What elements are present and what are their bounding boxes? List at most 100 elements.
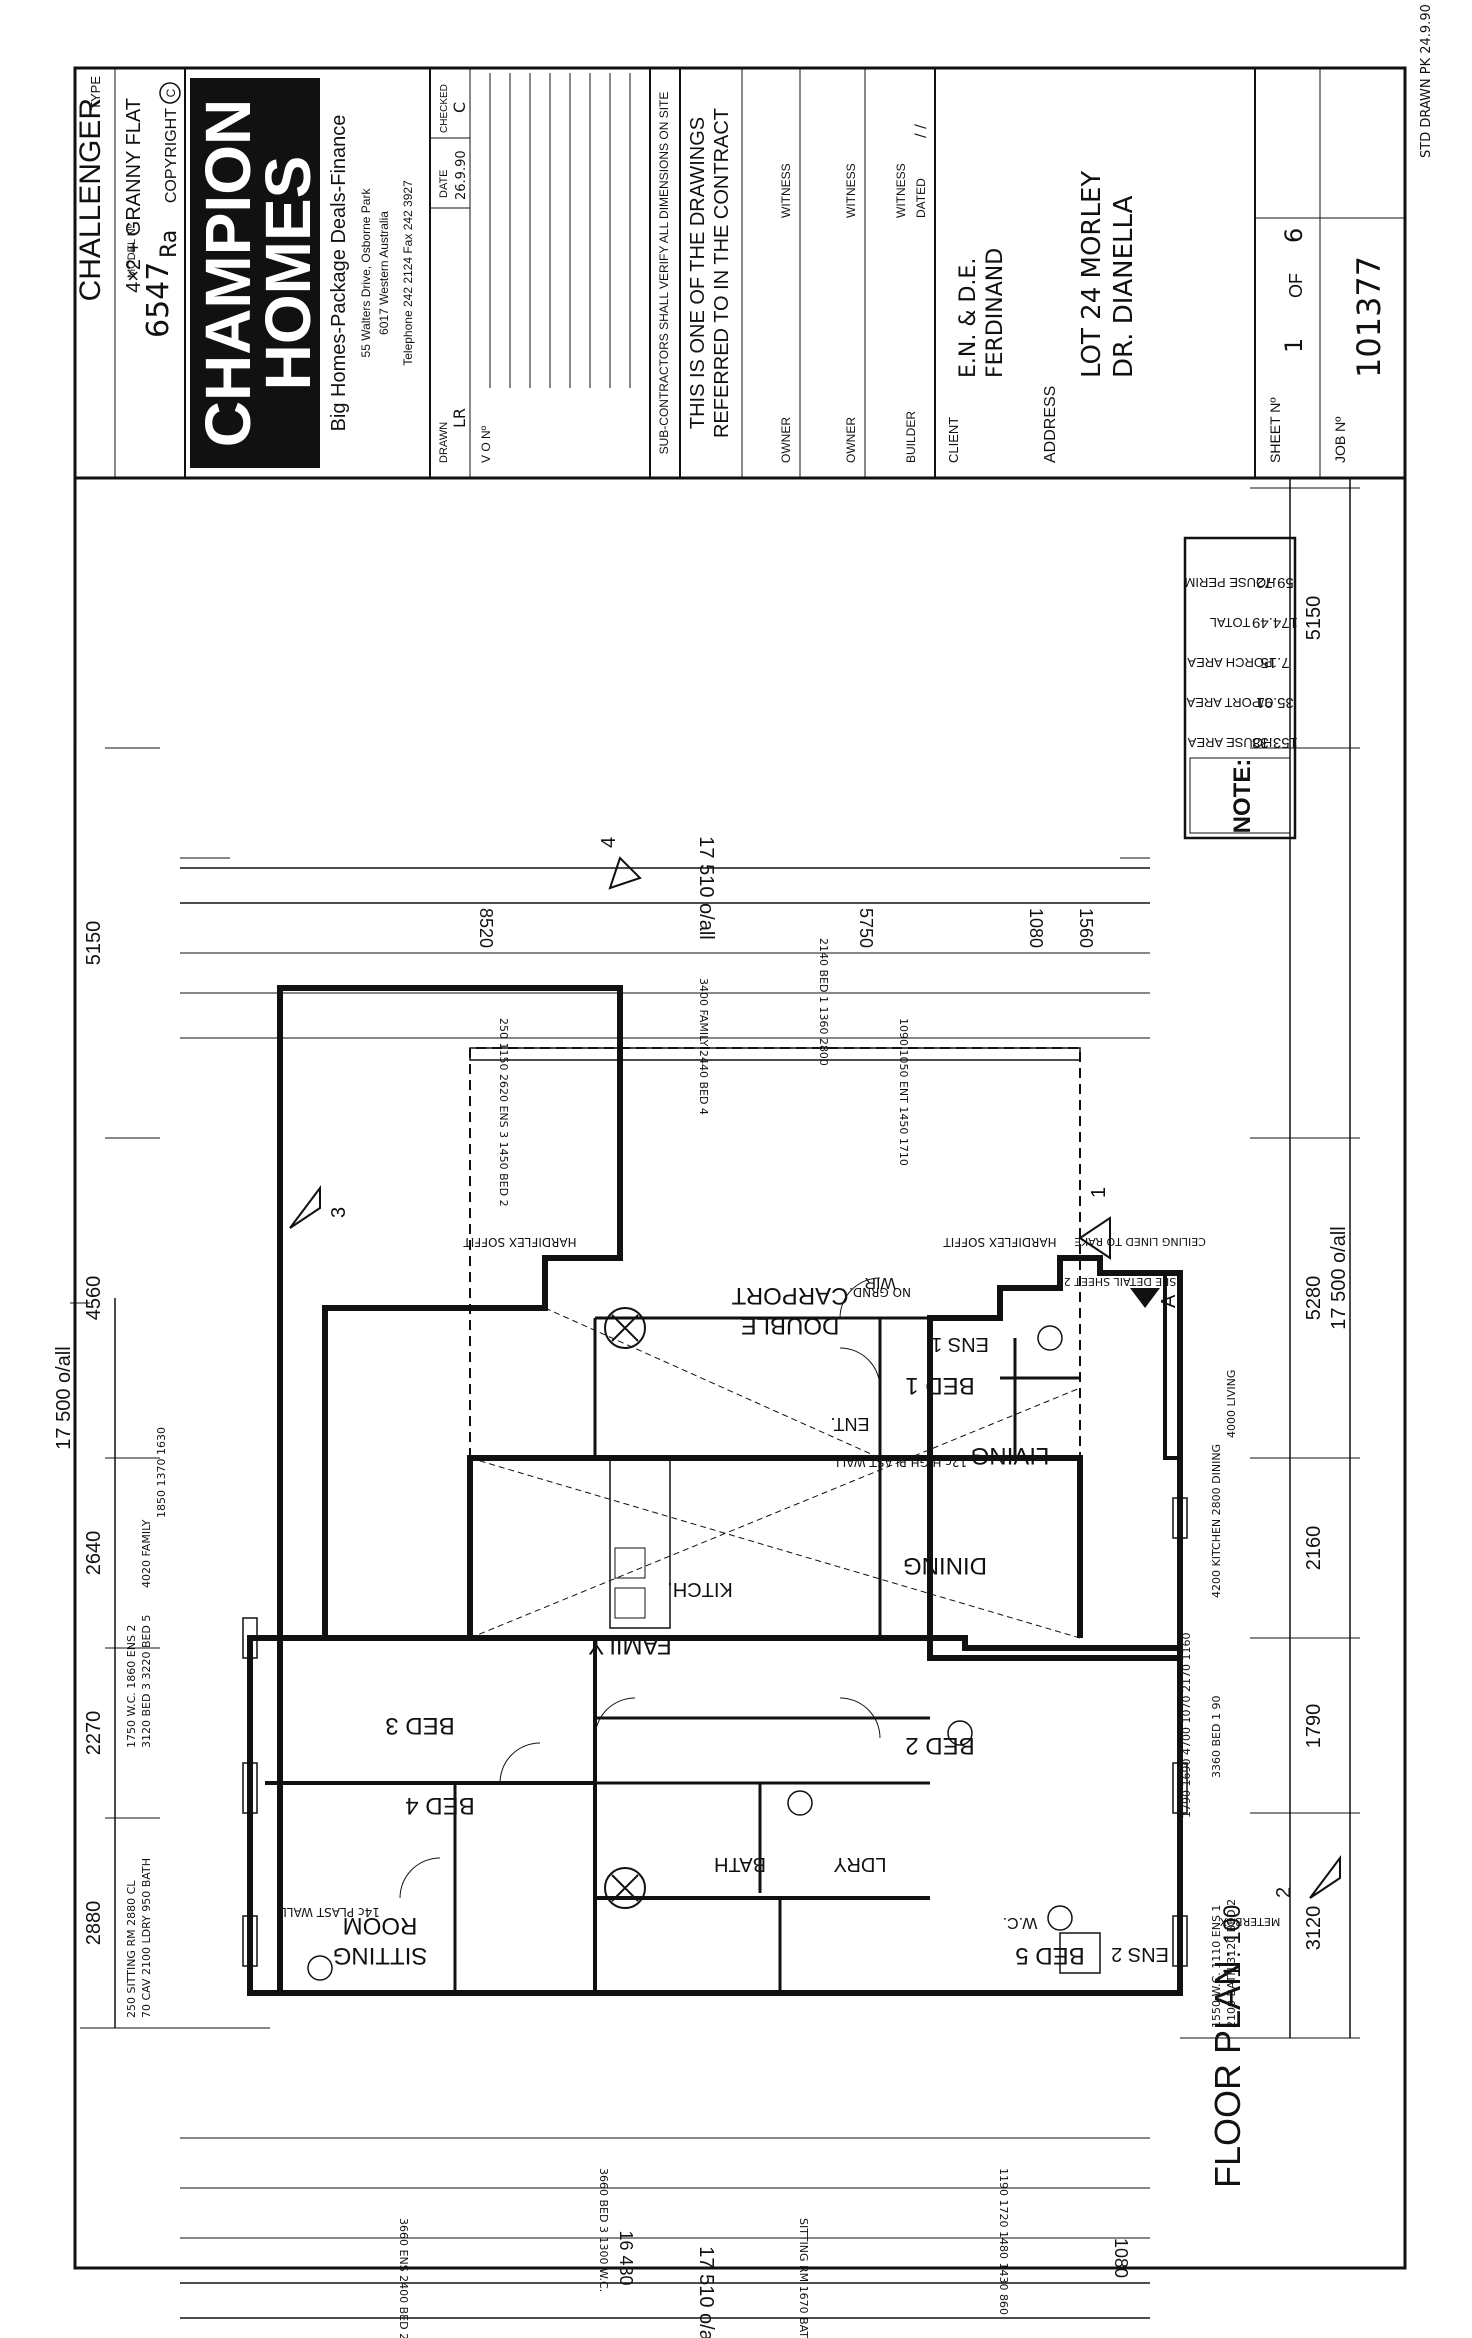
std-drawn: STD DRAWN PK 24.9.90 bbox=[1419, 4, 1434, 158]
svg-text:250 SITTING RM 2880 CL: 250 SITTING RM 2880 CL bbox=[125, 1880, 138, 2018]
room-bed-5: BED 5 bbox=[1015, 1942, 1084, 1969]
address-value-2: DR. DIANELLA bbox=[1109, 195, 1139, 378]
note-row-value: 174.49 bbox=[1252, 614, 1298, 631]
room-bed-2: BED 2 bbox=[905, 1732, 974, 1759]
svg-text:3660 BED 3 1300 W.C.: 3660 BED 3 1300 W.C. bbox=[597, 2168, 610, 2292]
top-dim: 2640 bbox=[83, 1531, 105, 1576]
witness-label-2: WITNESS bbox=[844, 163, 858, 218]
top-dim: 2880 bbox=[83, 1901, 105, 1946]
left-dim-notes: 250 1150 2620 ENS 3 1450 BED 2 3400 FAMI… bbox=[497, 938, 910, 1207]
title-block: TYPE CHALLENGER 4×2 + GRANNY FLAT C COPY… bbox=[74, 4, 1434, 478]
svg-text:1190 1720 1480 1430 860: 1190 1720 1480 1430 860 bbox=[997, 2168, 1010, 2315]
drawn-label: DRAWN bbox=[438, 422, 450, 463]
note-row-value: 59.72 bbox=[1256, 574, 1294, 591]
room-dining: DINING bbox=[903, 1552, 987, 1579]
svg-text:3360 BED 1 90: 3360 BED 1 90 bbox=[1210, 1696, 1223, 1778]
section-3-marker bbox=[289, 1185, 321, 1229]
left-dim: 8520 bbox=[476, 908, 496, 948]
checked-label: CHECKED bbox=[439, 84, 450, 133]
room-carport-2: CARPORT bbox=[731, 1282, 848, 1309]
job-label: JOB Nº bbox=[1332, 417, 1348, 463]
left-dim: 5750 bbox=[856, 908, 876, 948]
room-labels: SITTING ROOM BED 3 BED 2 BED 1 BED 4 BED… bbox=[333, 1274, 1169, 1969]
section-markers: 1 2 3 4 A bbox=[289, 837, 1341, 1909]
note-row-value: 35.91 bbox=[1256, 694, 1294, 711]
note-row-label: HOUSE PERIM bbox=[1184, 575, 1275, 590]
dated-label: DATED bbox=[914, 178, 928, 218]
note-row-label: HOUSE AREA bbox=[1187, 735, 1272, 750]
owner-label-2: OWNER bbox=[844, 417, 858, 463]
misc-note-2: 12c HIGH PLAST WALL bbox=[833, 1455, 968, 1469]
house-subtitle: 4×2 + GRANNY FLAT bbox=[123, 98, 145, 293]
sheet-border bbox=[73, 66, 1407, 2270]
left-overall-dim: 17 510 o/all bbox=[695, 836, 717, 939]
copyright-label: COPYRIGHT bbox=[163, 108, 180, 203]
top-dim: 5150 bbox=[83, 921, 105, 966]
right-dim-notes: 3660 ENS 2400 BED 2 3660 BED 3 1300 W.C.… bbox=[397, 2168, 1010, 2338]
copyright-symbol: C bbox=[164, 88, 178, 97]
floor-plan-scale: 1 : 100 bbox=[1219, 1905, 1246, 1978]
left-dim: 1560 bbox=[1076, 908, 1096, 948]
client-line-2: FERDINAND bbox=[983, 248, 1008, 378]
room-ens-1: ENS 1 bbox=[931, 1333, 989, 1355]
vo-label: V O Nº bbox=[479, 425, 493, 463]
witness-label-3: WITNESS bbox=[894, 163, 908, 218]
bottom-overall-dim: 17 500 o/all bbox=[1328, 1226, 1350, 1329]
misc-note-1: 14c PLAST WALL bbox=[280, 1905, 380, 1919]
room-sitting: SITTING bbox=[333, 1942, 428, 1969]
room-wir: WIR bbox=[864, 1274, 895, 1291]
sheet-label: SHEET Nº bbox=[1267, 397, 1283, 463]
plan-notes: HARDIFLEX SOFFIT NO GRND. HARDIFLEX SOFF… bbox=[280, 1235, 1280, 1928]
svg-text:70 CAV 2100 LDRY 950 BATH: 70 CAV 2100 LDRY 950 BATH bbox=[140, 1858, 153, 2018]
note-row-value: 153.38 bbox=[1252, 734, 1298, 751]
bottom-dim: 5150 bbox=[1303, 596, 1325, 641]
svg-text:250 1150 2620 ENS 3 1450 BED 2: 250 1150 2620 ENS 3 1450 BED 2 bbox=[497, 1018, 510, 1207]
svg-text:1850 1370 1630: 1850 1370 1630 bbox=[155, 1427, 168, 1518]
bottom-dim-notes: 1550 W.C. 1110 ENS 1 2100 BATH 3120 BED … bbox=[1180, 1370, 1238, 2028]
date-value: 26.9.90 bbox=[454, 150, 469, 200]
note-title: NOTE: bbox=[1229, 759, 1256, 834]
top-dim: 4560 bbox=[83, 1276, 105, 1321]
svg-text:SITTING RM 1670 BATH: SITTING RM 1670 BATH bbox=[797, 2218, 810, 2338]
brand-logo-block bbox=[190, 78, 320, 468]
bottom-dim: 1790 bbox=[1303, 1704, 1325, 1749]
carport-note-3: HARDIFLEX SOFFIT bbox=[943, 1235, 1057, 1249]
copyright-symbol-icon bbox=[159, 82, 181, 104]
svg-text:1550 W.C. 1110 ENS 1: 1550 W.C. 1110 ENS 1 bbox=[1210, 1905, 1223, 2028]
room-wc: W.C. bbox=[1003, 1914, 1038, 1931]
house-name: CHALLENGER bbox=[74, 98, 107, 301]
contract-line-1: THIS IS ONE OF THE DRAWINGS bbox=[687, 117, 709, 429]
carport-note-1: HARDIFLEX SOFFIT bbox=[463, 1235, 577, 1249]
address-label: ADDRESS bbox=[1042, 386, 1059, 463]
contract-line-2: REFERRED TO IN THE CONTRACT bbox=[711, 108, 733, 438]
client-line-1: E.N. & D.E. bbox=[956, 258, 981, 378]
company-phone: Telephone 242 2124 Fax 242 3927 bbox=[401, 180, 415, 366]
misc-note-4: CEILING LINED TO RAKE bbox=[1074, 1235, 1206, 1248]
checked-value: C bbox=[450, 102, 469, 113]
bottom-dim: 3120 bbox=[1303, 1906, 1325, 1951]
room-laundry: LDRY bbox=[834, 1853, 887, 1875]
sheet-value: 1 bbox=[1280, 338, 1308, 353]
owner-label-1: OWNER bbox=[779, 417, 793, 463]
address-value-1: LOT 24 MORLEY bbox=[1077, 171, 1107, 378]
note-row-label: TOTAL bbox=[1210, 615, 1251, 630]
room-family: FAMILY bbox=[588, 1632, 672, 1659]
svg-text:1090 1050 ENT 1450 1710: 1090 1050 ENT 1450 1710 bbox=[897, 1018, 910, 1166]
section-3-label: 3 bbox=[328, 1207, 350, 1218]
bottom-dim: 2160 bbox=[1303, 1526, 1325, 1571]
right-overall-dim: 17 510 o/all bbox=[695, 2246, 717, 2338]
note-row-label: C/PORT AREA bbox=[1186, 695, 1273, 710]
model-label: MODEL Nº bbox=[126, 224, 138, 278]
section-a-label: A bbox=[1158, 1294, 1180, 1308]
room-ens-2: ENS 2 bbox=[1111, 1943, 1169, 1965]
room-bath: BATH bbox=[714, 1853, 766, 1875]
witness-label-1: WITNESS bbox=[779, 163, 793, 218]
